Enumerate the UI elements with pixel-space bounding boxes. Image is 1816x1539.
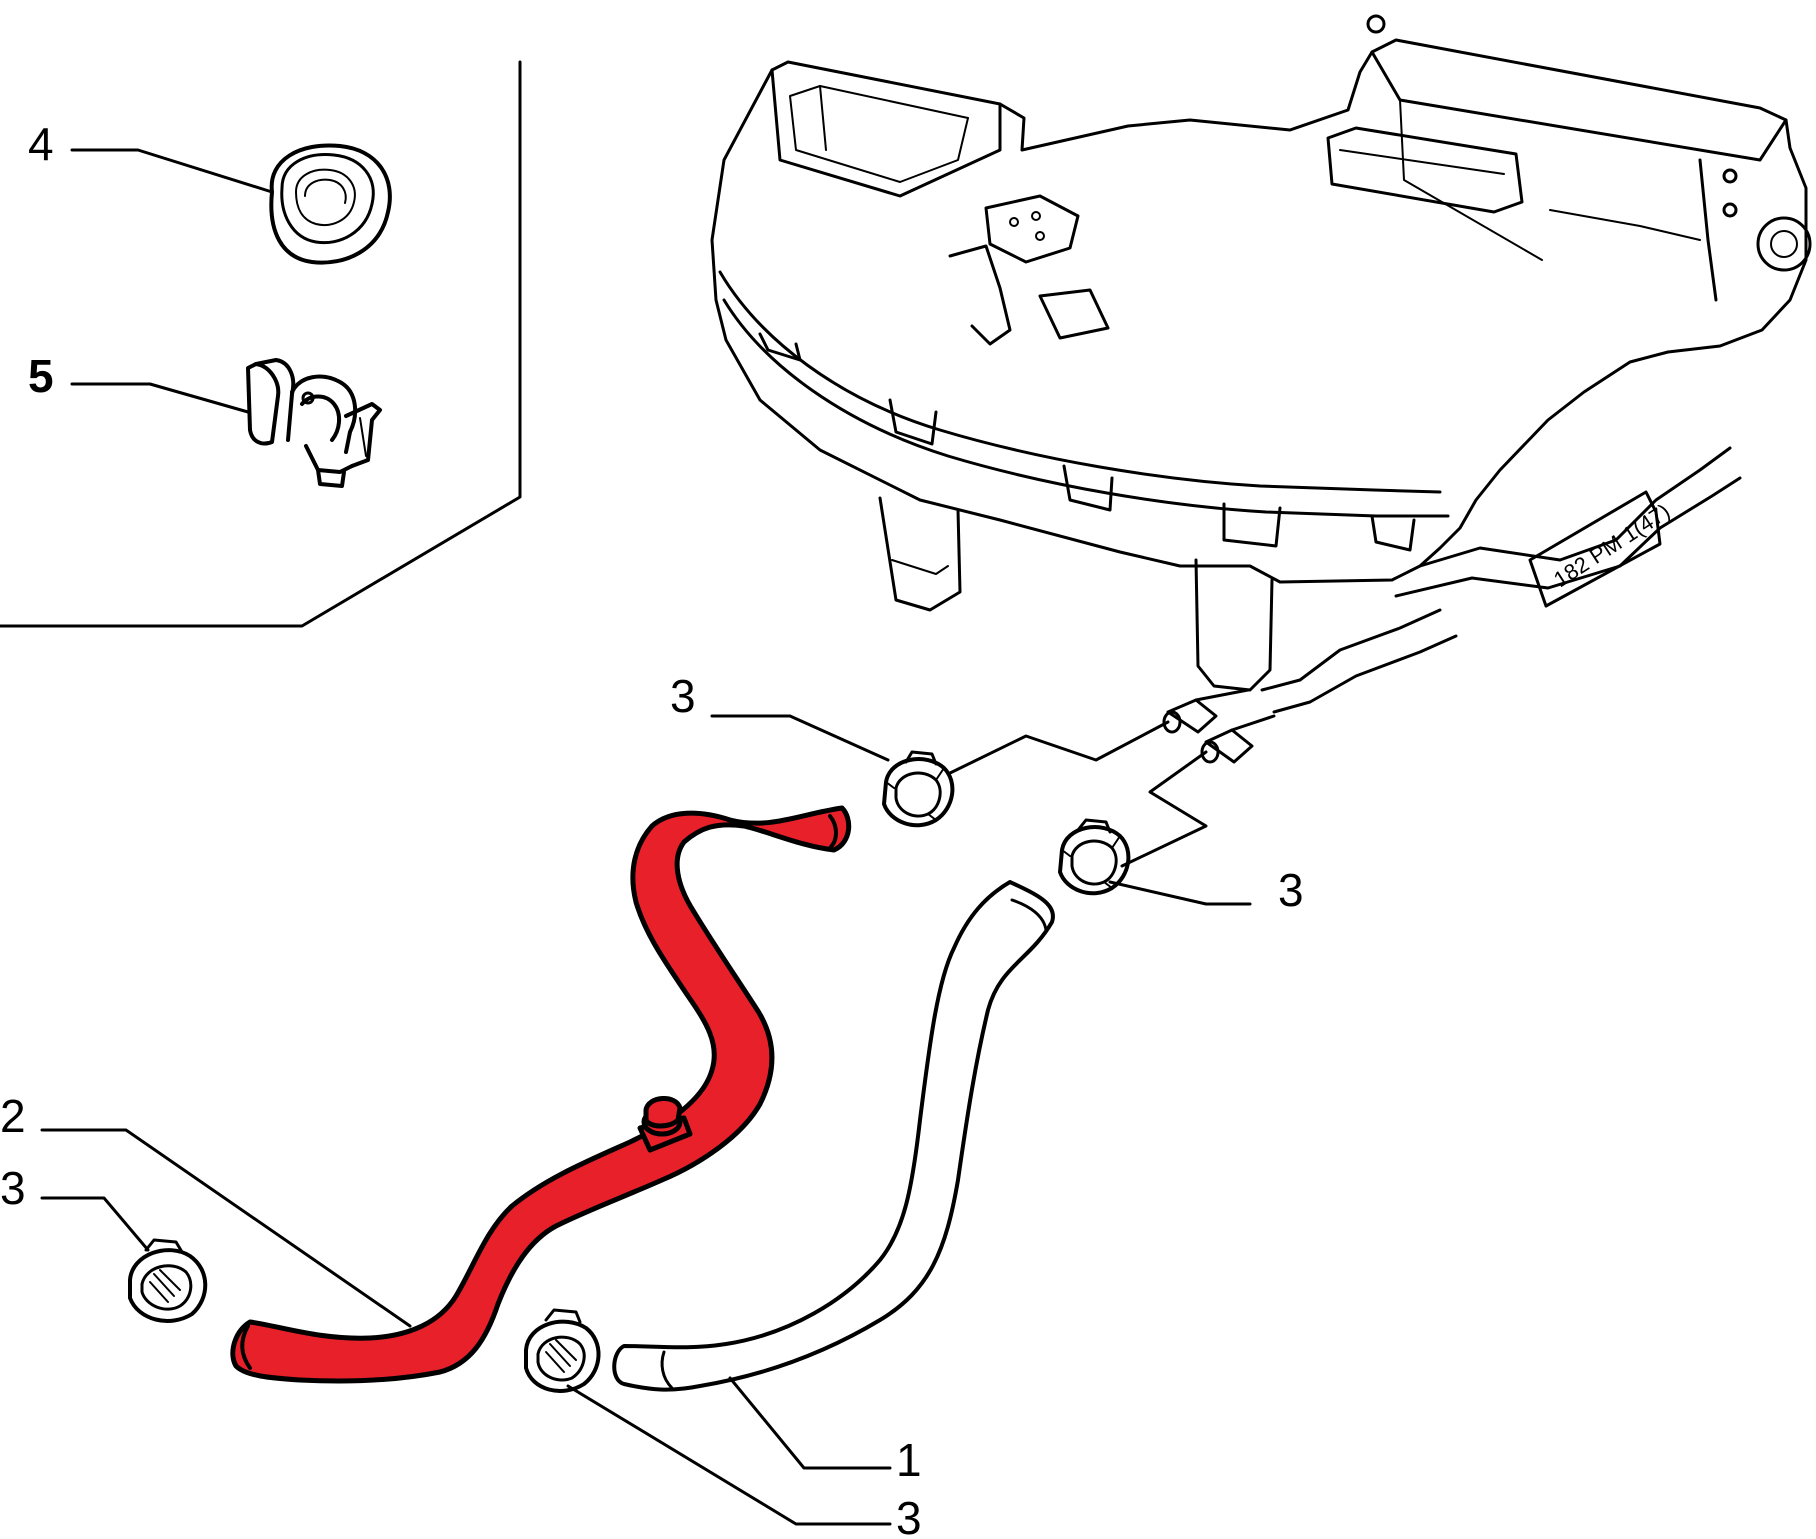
heater-housing	[710, 14, 1812, 764]
callout-3-bottom: 3	[896, 1492, 922, 1539]
hose-2-part	[230, 805, 852, 1384]
callout-3-top: 3	[670, 670, 696, 722]
hose-clamp-1	[882, 750, 955, 828]
hose-1-part	[612, 880, 1055, 1392]
callout-5: 5	[28, 350, 54, 402]
inset-frame	[0, 60, 522, 628]
callout-4: 4	[28, 118, 54, 170]
callout-3-left: 3	[0, 1162, 26, 1214]
hose-clamp-2	[1058, 818, 1131, 896]
hose-clamp-4	[524, 1308, 601, 1393]
callout-2: 2	[0, 1090, 26, 1142]
callout-1: 1	[896, 1434, 922, 1486]
leader-lines	[40, 148, 1252, 1526]
hose-clip-part	[246, 358, 382, 488]
hose-clamp-3	[128, 1238, 208, 1323]
seal-ring-part	[269, 143, 392, 265]
callout-3-right: 3	[1278, 864, 1304, 916]
